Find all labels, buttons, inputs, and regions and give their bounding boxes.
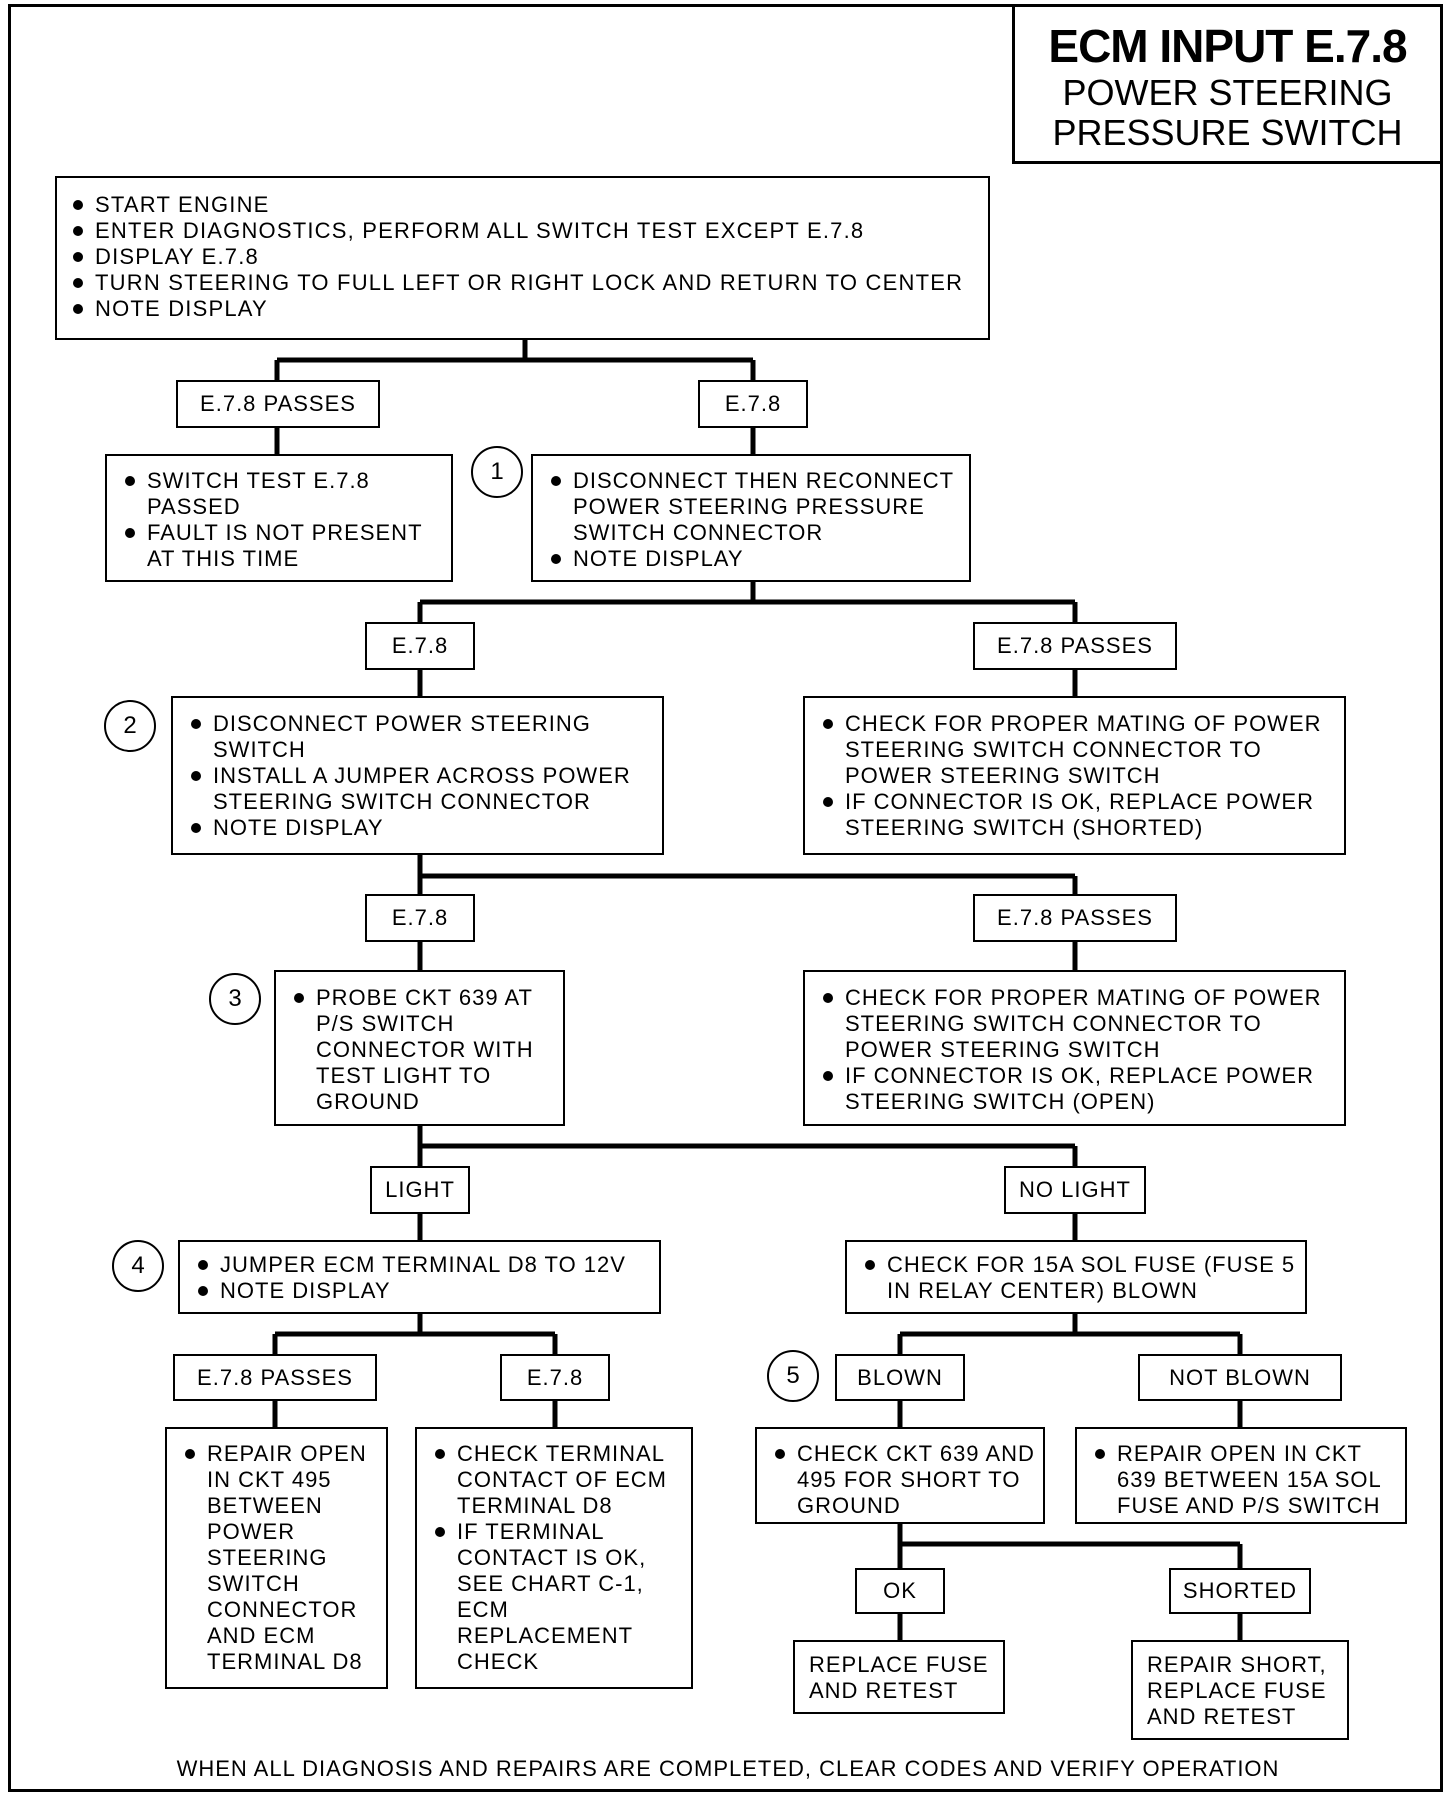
result-label-e78: E.7.8	[698, 380, 808, 428]
bullet-item: IF CONNECTOR IS OK, REPLACE POWER STEERI…	[819, 1063, 1336, 1115]
shorted-switch-box: CHECK FOR PROPER MATING OF POWER STEERIN…	[803, 696, 1346, 855]
step-3-box: PROBE CKT 639 AT P/S SWITCH CONNECTOR WI…	[274, 970, 565, 1126]
replace-fuse-box: REPLACE FUSE AND RETEST	[793, 1640, 1005, 1714]
result-label-e78: E.7.8	[365, 894, 475, 942]
result-label-e78: E.7.8	[365, 622, 475, 670]
chart-title: ECM INPUT E.7.8	[1048, 20, 1407, 72]
bullet-item: NOTE DISPLAY	[69, 296, 978, 322]
step-number-4: 4	[112, 1240, 164, 1292]
step-1-box: DISCONNECT THEN RECONNECT POWER STEERING…	[531, 454, 971, 582]
result-label-light: LIGHT	[370, 1166, 470, 1214]
repair-ckt-639-box: REPAIR OPEN IN CKT 639 BETWEEN 15A SOL F…	[1075, 1427, 1407, 1524]
footer-note: WHEN ALL DIAGNOSIS AND REPAIRS ARE COMPL…	[176, 1756, 1280, 1781]
result-label-passes: E.7.8 PASSES	[176, 380, 380, 428]
bullet-item: NOTE DISPLAY	[194, 1278, 651, 1304]
bullet-item: START ENGINE	[69, 192, 978, 218]
chart-title-block: ECM INPUT E.7.8 POWER STEERING PRESSURE …	[1012, 4, 1443, 164]
bullet-item: REPAIR OPEN IN CKT 639 BETWEEN 15A SOL F…	[1091, 1441, 1399, 1519]
result-label-not-blown: NOT BLOWN	[1138, 1354, 1342, 1401]
bullet-item: ENTER DIAGNOSTICS, PERFORM ALL SWITCH TE…	[69, 218, 978, 244]
step-number-5: 5	[767, 1350, 819, 1402]
open-switch-box: CHECK FOR PROPER MATING OF POWER STEERIN…	[803, 970, 1346, 1126]
step-number-3: 3	[209, 973, 261, 1025]
chart-subtitle-line-1: POWER STEERING	[1062, 72, 1393, 113]
step-4-box: JUMPER ECM TERMINAL D8 TO 12V NOTE DISPL…	[178, 1240, 661, 1314]
bullet-item: IF CONNECTOR IS OK, REPLACE POWER STEERI…	[819, 789, 1336, 841]
result-label-ok: OK	[855, 1568, 945, 1614]
bullet-item: NOTE DISPLAY	[547, 546, 961, 572]
step-5-box: CHECK CKT 639 AND 495 FOR SHORT TO GROUN…	[755, 1427, 1045, 1524]
bullet-item: CHECK CKT 639 AND 495 FOR SHORT TO GROUN…	[771, 1441, 1037, 1519]
bullet-item: IF TERMINAL CONTACT IS OK, SEE CHART C-1…	[431, 1519, 685, 1675]
step-number-1: 1	[471, 446, 523, 498]
bullet-item: DISCONNECT THEN RECONNECT POWER STEERING…	[547, 468, 961, 546]
result-label-shorted: SHORTED	[1169, 1568, 1311, 1614]
result-label-passes: E.7.8 PASSES	[173, 1354, 377, 1401]
repair-ckt-495-box: REPAIR OPEN IN CKT 495 BETWEEN POWER STE…	[165, 1427, 388, 1689]
result-label-no-light: NO LIGHT	[1004, 1166, 1146, 1214]
result-label-e78: E.7.8	[500, 1354, 610, 1401]
passed-result-box: SWITCH TEST E.7.8 PASSED FAULT IS NOT PR…	[105, 454, 453, 582]
check-terminal-box: CHECK TERMINAL CONTACT OF ECM TERMINAL D…	[415, 1427, 693, 1689]
bullet-item: CHECK FOR 15A SOL FUSE (FUSE 5 IN RELAY …	[861, 1252, 1297, 1304]
result-label-passes: E.7.8 PASSES	[973, 894, 1177, 942]
result-label-passes: E.7.8 PASSES	[973, 622, 1177, 670]
page-frame	[8, 4, 1443, 1792]
chart-subtitle-line-2: PRESSURE SWITCH	[1052, 112, 1403, 153]
result-label-blown: BLOWN	[835, 1354, 965, 1401]
fuse-check-box: CHECK FOR 15A SOL FUSE (FUSE 5 IN RELAY …	[845, 1240, 1307, 1314]
box-text: REPAIR SHORT, REPLACE FUSE AND RETEST	[1147, 1652, 1327, 1729]
start-procedure-box: START ENGINE ENTER DIAGNOSTICS, PERFORM …	[55, 176, 990, 340]
box-text: REPLACE FUSE AND RETEST	[809, 1652, 989, 1703]
bullet-item: CHECK FOR PROPER MATING OF POWER STEERIN…	[819, 711, 1336, 789]
repair-short-box: REPAIR SHORT, REPLACE FUSE AND RETEST	[1131, 1640, 1349, 1740]
bullet-item: NOTE DISPLAY	[187, 815, 654, 841]
step-2-box: DISCONNECT POWER STEERING SWITCH INSTALL…	[171, 696, 664, 855]
bullet-item: CHECK FOR PROPER MATING OF POWER STEERIN…	[819, 985, 1336, 1063]
bullet-item: PROBE CKT 639 AT P/S SWITCH CONNECTOR WI…	[290, 985, 555, 1115]
bullet-item: INSTALL A JUMPER ACROSS POWER STEERING S…	[187, 763, 654, 815]
bullet-item: JUMPER ECM TERMINAL D8 TO 12V	[194, 1252, 651, 1278]
bullet-item: DISPLAY E.7.8	[69, 244, 978, 270]
bullet-item: TURN STEERING TO FULL LEFT OR RIGHT LOCK…	[69, 270, 978, 296]
bullet-item: CHECK TERMINAL CONTACT OF ECM TERMINAL D…	[431, 1441, 685, 1519]
step-number-2: 2	[104, 700, 156, 752]
bullet-item: DISCONNECT POWER STEERING SWITCH	[187, 711, 654, 763]
bullet-item: FAULT IS NOT PRESENT AT THIS TIME	[121, 520, 443, 572]
bullet-item: SWITCH TEST E.7.8 PASSED	[121, 468, 443, 520]
bullet-item: REPAIR OPEN IN CKT 495 BETWEEN POWER STE…	[181, 1441, 380, 1675]
